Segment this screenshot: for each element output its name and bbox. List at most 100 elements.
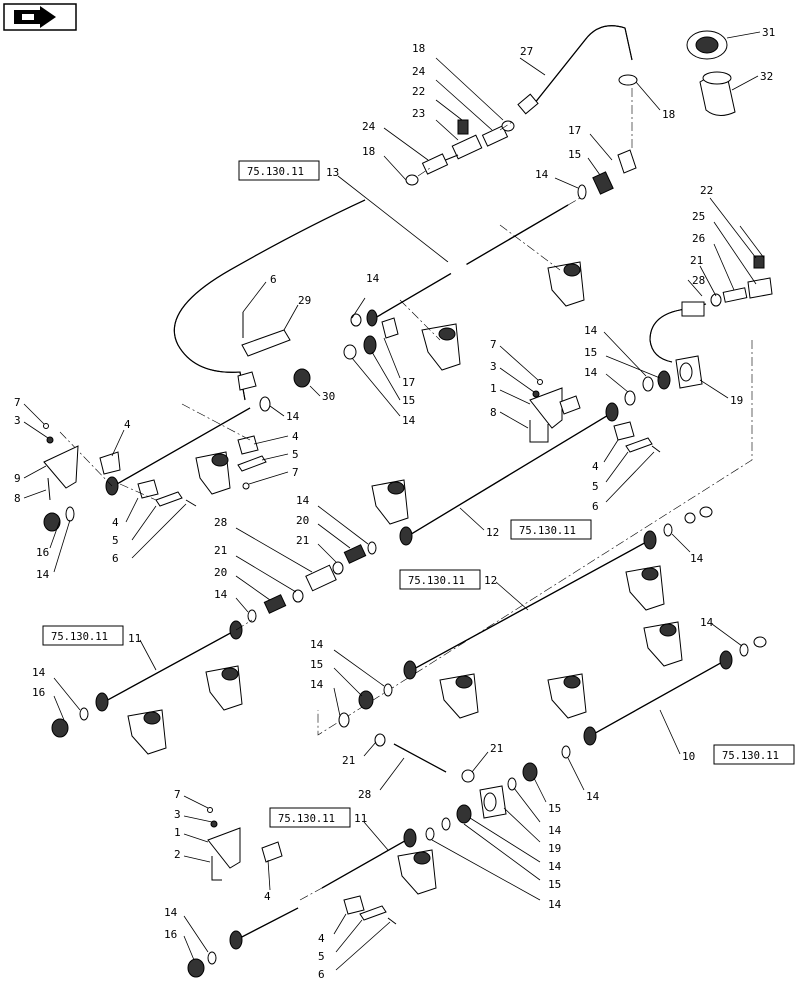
reference-box-5[interactable]: 75.130.11	[713, 744, 795, 765]
callout-30: 30	[322, 390, 335, 403]
plate-5-lower-left	[155, 491, 183, 507]
callout-14-lower-r2: 14	[548, 860, 562, 873]
nut-15-lower-left	[456, 804, 472, 824]
reference-label: 75.130.11	[519, 525, 576, 537]
callout-7-bottom: 7	[174, 788, 181, 801]
callout-14-pipe12-lower: 14	[690, 552, 704, 565]
callout-12-upper: 12	[486, 526, 499, 539]
callout-14-lower-r1: 14	[548, 824, 562, 837]
callout-4-left-top: 4	[124, 418, 131, 431]
reference-box-2[interactable]: 75.130.11	[510, 519, 592, 540]
callout-5-mid: 5	[292, 448, 299, 461]
oring-14-mid	[343, 344, 357, 360]
callout-6-lower-left: 6	[112, 552, 119, 565]
reference-box-1[interactable]: 75.130.11	[238, 160, 320, 181]
callout-21-center: 21	[296, 534, 309, 547]
oring-14-right-a	[642, 376, 654, 392]
elbow-17-mid	[381, 317, 399, 339]
callout-22-top: 22	[412, 85, 425, 98]
callout-18-top: 18	[412, 42, 425, 55]
bracket-1-right	[529, 387, 563, 429]
callout-32: 32	[760, 70, 773, 83]
callout-3-bottom: 3	[174, 808, 181, 821]
reference-box-4[interactable]: 75.130.11	[399, 569, 481, 590]
callout-1-bottom: 1	[174, 826, 181, 839]
clamp-21-center	[332, 561, 344, 575]
pipe-12-upper	[407, 413, 611, 537]
pipe-left-upper	[109, 407, 251, 489]
clamp-21-lower-b	[461, 769, 475, 783]
pipe-11-lower	[235, 837, 411, 941]
adapter-20-lower	[263, 594, 287, 614]
callout-20-lower: 20	[214, 566, 227, 579]
ubolt-8-left	[47, 477, 51, 501]
nut-16-bottom	[187, 958, 205, 978]
plate-29	[241, 329, 291, 357]
callout-14-top: 14	[535, 168, 549, 181]
clamp-right-top	[559, 395, 581, 415]
callout-2: 2	[174, 848, 181, 861]
bracket-1-bottom	[207, 827, 241, 869]
callout-14-lower-r3: 14	[548, 898, 562, 911]
callout-27: 27	[520, 45, 533, 58]
callout-4-bottom: 4	[318, 932, 325, 945]
adapter-26	[722, 287, 748, 303]
callout-14-right-b: 14	[584, 366, 598, 379]
clamp-18	[618, 74, 638, 86]
callout-4-mid: 4	[292, 430, 299, 443]
callout-14-mid: 14	[402, 414, 416, 427]
nut-15-top	[592, 171, 614, 195]
callout-14-pipe13: 14	[366, 272, 380, 285]
callout-15-pipe12-lower: 15	[310, 658, 323, 671]
hose-28-right	[649, 301, 707, 363]
callout-28-right: 28	[692, 274, 705, 287]
callout-17-mid: 17	[402, 376, 415, 389]
callout-15-top: 15	[568, 148, 581, 161]
fitting-22-right	[753, 255, 765, 269]
callout-13: 13	[326, 166, 339, 179]
plate-5-right	[625, 437, 653, 453]
pipe-10	[589, 659, 727, 737]
callout-6-top: 6	[270, 273, 277, 286]
reference-label: 75.130.11	[247, 166, 304, 178]
callout-19-right: 19	[730, 394, 743, 407]
callout-7-left: 7	[14, 396, 21, 409]
clamp-21-center-b	[292, 589, 304, 603]
oring-14-pipe13	[350, 313, 362, 327]
oring-14-center-b	[247, 609, 257, 623]
nut-16-left	[43, 512, 61, 532]
elbow-17-top	[617, 149, 637, 174]
oring-14-bottom	[207, 951, 217, 965]
callout-16-left: 16	[36, 546, 49, 559]
nut-15-mid	[363, 335, 377, 355]
go-to-page-icon[interactable]	[3, 3, 77, 31]
callout-14-left-upper: 14	[286, 410, 300, 423]
nut-15-lower-right	[522, 762, 538, 782]
reference-label: 75.130.11	[408, 575, 465, 587]
oring-14-right-b	[624, 390, 636, 406]
clamp-4-left	[99, 451, 121, 475]
fitting-24-right	[481, 125, 509, 147]
hose-loop-left	[173, 199, 366, 401]
callout-14-center-b: 14	[214, 588, 228, 601]
oring-14-left-upper	[259, 396, 271, 412]
callout-5-right: 5	[592, 480, 599, 493]
callout-14-pipe11: 14	[32, 666, 46, 679]
bracket-pipe13-right	[547, 261, 585, 307]
callout-15-lower-right: 15	[548, 802, 561, 815]
reference-box-6[interactable]: 75.130.11	[269, 807, 351, 828]
callout-7-right: 7	[490, 338, 497, 351]
callout-20-upper: 20	[296, 514, 309, 527]
callout-15-mid: 15	[402, 394, 415, 407]
bracket-pipe13-left	[421, 323, 461, 371]
callout-14-left: 14	[36, 568, 50, 581]
callout-26: 26	[692, 232, 705, 245]
clamp-18-mid	[501, 120, 515, 132]
plate-5-bottom	[359, 905, 387, 921]
elbow-25	[747, 277, 773, 299]
reference-box-3[interactable]: 75.130.11	[42, 625, 124, 646]
callout-5-lower-left: 5	[112, 534, 119, 547]
callout-17-top: 17	[568, 124, 581, 137]
bolt-6-bottom	[387, 917, 397, 925]
